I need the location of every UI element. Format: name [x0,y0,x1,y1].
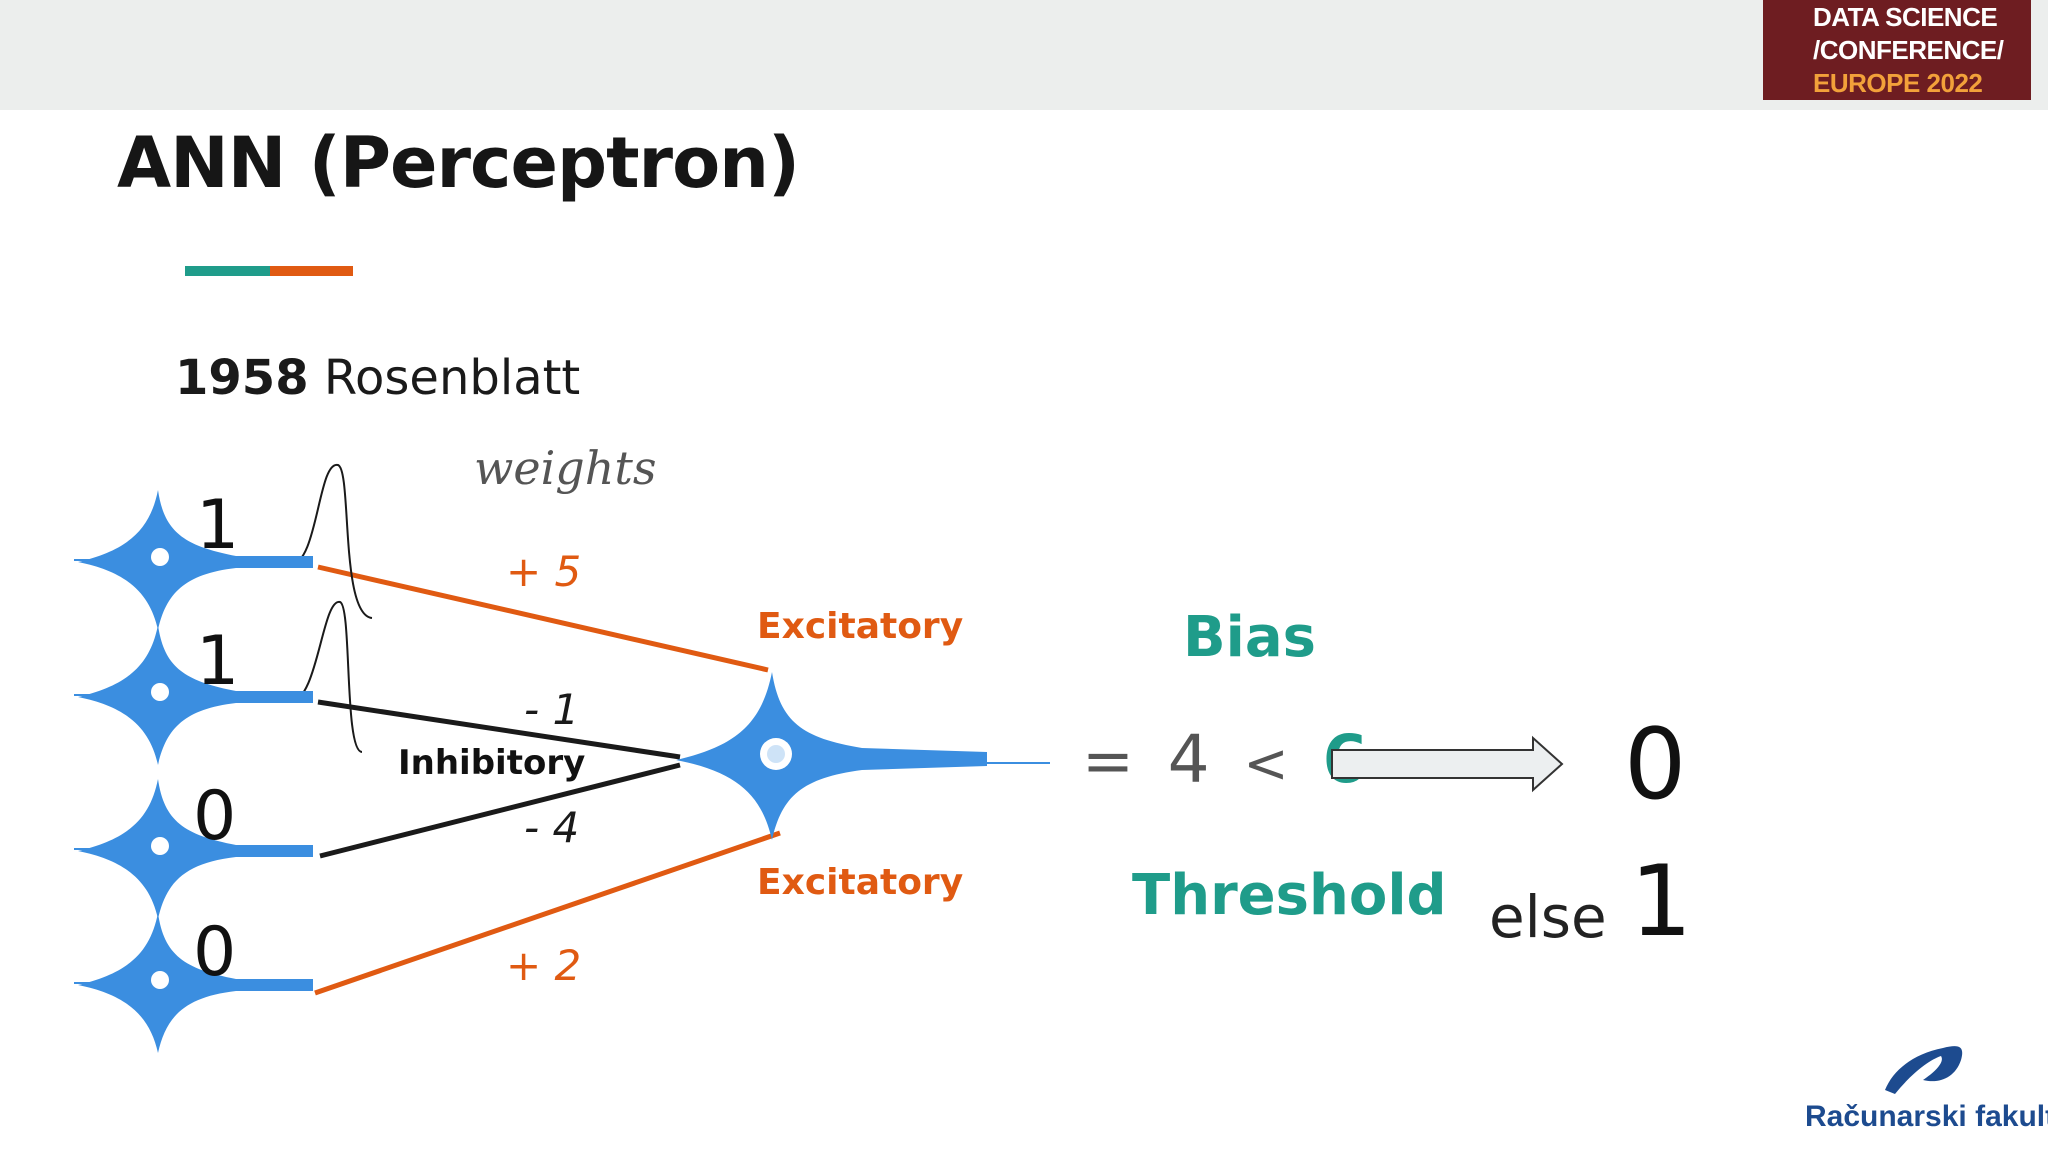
faculty-logo-text: Računarski fakultet [1805,1100,2048,1133]
author: Rosenblatt [323,350,581,406]
title-accent-teal [185,266,270,276]
spike-curve-2 [289,601,363,753]
equation-equals: = [1082,724,1134,797]
input-neuron-1 [74,490,313,630]
year: 1958 [175,350,309,406]
output-arrow [1331,735,1564,793]
conference-line-2: /CONFERENCE/ [1813,35,2004,65]
equation: = 4 < 6 [1082,721,1368,798]
connection-excitatory-2 [314,830,781,996]
input-value-3: 0 [193,777,236,856]
input-neuron-3 [74,779,313,919]
weight-3: - 4 [524,803,579,852]
excitatory-label-top: Excitatory [757,606,963,647]
input-value-2: 1 [196,622,239,701]
faculty-logo-icon [1885,1046,1963,1094]
weight-4: + 2 [506,941,581,990]
else-label: else [1489,883,1607,951]
connection-inhibitory-1 [317,699,681,760]
connection-inhibitory-2 [319,762,681,859]
spike-curve-1 [289,463,373,619]
input-neuron-2 [74,625,313,765]
weight-2: - 1 [524,685,579,734]
bias-label: Bias [1183,605,1316,670]
threshold-label: Threshold [1132,863,1447,928]
top-band [0,0,2048,110]
connection-excitatory-1 [317,564,769,673]
input-value-4: 0 [193,913,236,992]
title-accent-orange [270,266,353,276]
weights-label: weights [474,441,656,495]
slide-title: ANN (Perceptron) [117,122,800,204]
weight-1: + 5 [506,547,581,596]
equation-less-than: < [1243,732,1288,795]
inhibitory-label: Inhibitory [398,743,585,783]
equation-sum: 4 [1168,721,1210,798]
else-value: 1 [1630,845,1692,959]
conference-line-1: DATA SCIENCE [1813,2,1998,32]
input-neuron-4 [74,913,313,1053]
excitatory-label-bottom: Excitatory [757,862,963,903]
input-value-1: 1 [196,486,239,565]
subtitle: 1958 Rosenblatt [175,350,580,406]
conference-logo: DATA SCIENCE /CONFERENCE/ EUROPE 2022 [1763,0,2031,100]
output-neuron [676,672,1050,840]
conference-line-3: EUROPE 2022 [1813,68,1983,98]
output-value: 0 [1624,708,1686,822]
